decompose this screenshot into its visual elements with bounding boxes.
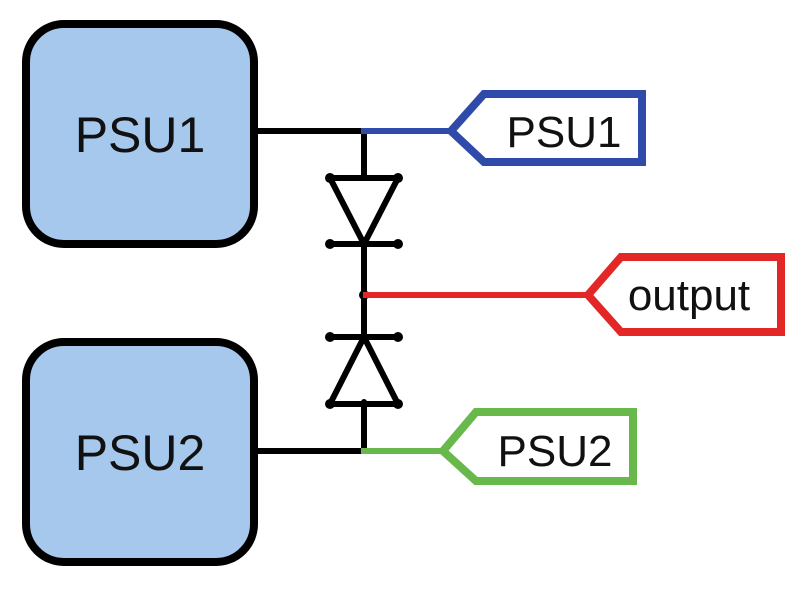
- upper-diode-terminal-dot: [393, 239, 403, 249]
- upper-diode-terminals: [325, 173, 403, 249]
- lower-diode-terminal-dot: [393, 399, 403, 409]
- upper-diode-terminal-dot: [393, 173, 403, 183]
- psu2-net-label: PSU2: [498, 427, 613, 476]
- upper-diode-body: [327, 175, 401, 247]
- upper-diode: [327, 175, 401, 247]
- psu1-net-label: PSU1: [507, 108, 622, 157]
- upper-diode-terminal-dot: [325, 239, 335, 249]
- psu2-net-flag: [437, 408, 637, 485]
- psu2-block-label: PSU2: [75, 425, 206, 481]
- lower-diode-terminals: [325, 332, 403, 409]
- black-wiring: [251, 128, 367, 454]
- lower-diode: [327, 334, 401, 407]
- lower-diode-terminal-dot: [325, 399, 335, 409]
- lower-diode-body: [327, 334, 401, 407]
- lower-diode-terminal-dot: [393, 332, 403, 342]
- psu1-block-label: PSU1: [75, 107, 206, 163]
- psu1-net-flag: [445, 90, 646, 166]
- lower-diode-terminal-dot: [325, 332, 335, 342]
- upper-diode-terminal-dot: [325, 173, 335, 183]
- output-net-flag: [582, 253, 785, 336]
- output-net-label: output: [628, 271, 750, 320]
